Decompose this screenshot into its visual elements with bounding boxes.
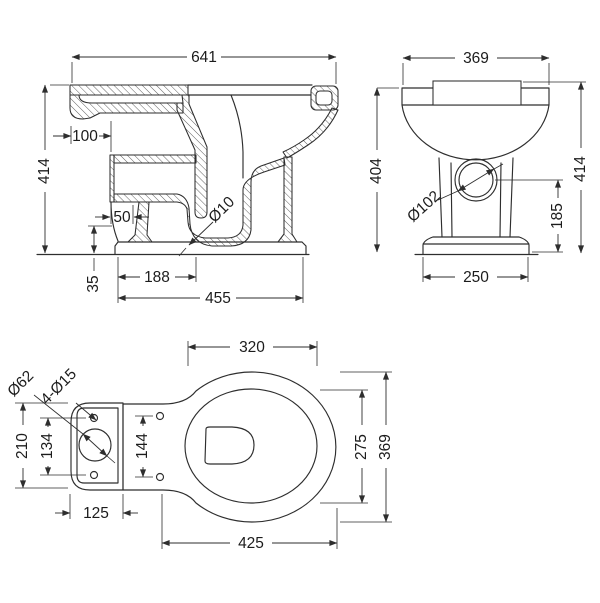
dim-side-inlet-setback: 100	[53, 121, 112, 152]
dim-label: 210	[14, 433, 31, 459]
dim-top-plate-width: 125	[55, 494, 138, 522]
fixing-hole-mid-top	[155, 411, 165, 421]
dim-front-outlet-center-height: 185	[495, 179, 566, 253]
plan-flush-outlet	[204, 426, 255, 465]
dim-label: 320	[239, 339, 265, 356]
dim-side-overall-height: 414	[36, 84, 69, 254]
dim-side-overall-depth: 641	[71, 49, 337, 84]
dim-label: 414	[36, 158, 53, 184]
flush-channel-wall	[176, 94, 208, 219]
dim-top-overall-length: 425	[161, 494, 338, 552]
seat-band-section	[69, 84, 189, 96]
dim-label: 100	[72, 128, 98, 145]
dim-side-outlet-setback: 50	[95, 205, 149, 226]
dim-top-plate-depth: 210	[14, 402, 68, 489]
dim-label: Ø10	[205, 193, 238, 226]
front-seat-tab	[432, 80, 522, 106]
plan-body-outline	[122, 371, 337, 523]
dim-label: 144	[134, 433, 151, 459]
plan-tank-outer	[70, 402, 124, 491]
bowl-inner-surface	[230, 94, 244, 179]
dim-label: 125	[83, 505, 109, 522]
dim-label: 414	[572, 156, 589, 182]
dim-label: Ø102	[404, 188, 444, 226]
side-section-view: 641 414 100 50 35	[36, 49, 339, 307]
dim-label: 455	[205, 290, 231, 307]
pedestal-outer-profile	[110, 201, 119, 242]
plan-inlet-hole	[78, 428, 112, 462]
dim-top-overall-width: 369	[340, 371, 394, 523]
dim-front-rim-height: 404	[368, 87, 399, 253]
dim-label: 185	[549, 203, 566, 229]
dim-front-outlet-diameter: Ø102	[404, 163, 504, 226]
dim-top-seat-opening-width: 320	[187, 339, 318, 366]
side-view-outline	[36, 84, 339, 256]
front-shell-band	[282, 107, 339, 159]
front-leg-wall	[277, 156, 298, 243]
inlet-spigot-top-wall	[113, 154, 197, 164]
dim-top-seat-opening-depth: 275	[320, 389, 370, 504]
front-right-leg	[499, 157, 514, 238]
dim-side-trap-center: 188	[117, 257, 197, 303]
dim-front-overall-height: 414	[523, 81, 589, 254]
dim-label: 641	[191, 49, 217, 66]
dim-label: 369	[377, 434, 394, 460]
dim-side-footprint-depth: 455	[117, 257, 304, 307]
dim-front-bowl-width: 369	[402, 50, 550, 85]
dim-label: 425	[238, 535, 264, 552]
front-view: 369 404 414 185 250	[368, 50, 589, 286]
dim-label: 250	[463, 269, 489, 286]
side-base-plinth	[114, 241, 307, 255]
front-view-outline	[401, 80, 550, 256]
front-base-plinth	[422, 236, 530, 255]
front-left-leg	[438, 157, 453, 238]
dim-label: 4-Ø15	[38, 366, 80, 408]
dim-label: 188	[144, 269, 170, 286]
dim-label: 50	[113, 209, 131, 226]
dim-label: 275	[353, 434, 370, 460]
dim-label: Ø62	[4, 367, 37, 400]
top-view-outline	[70, 371, 337, 523]
dim-label: 134	[39, 433, 56, 459]
fixing-hole-mid-bottom	[155, 472, 165, 482]
dim-top-mid-hole-spacing: 144	[134, 415, 153, 478]
dim-side-foot-height: 35	[85, 225, 112, 293]
dim-top-rear-hole-spacing: 134	[39, 417, 86, 476]
front-bowl-curve	[401, 104, 550, 161]
plan-seat-opening	[184, 388, 318, 504]
inlet-spigot-mouth	[109, 154, 115, 203]
rim-hook-section	[69, 94, 184, 120]
pedestal-back-wall	[127, 201, 153, 243]
dim-top-fixing-holes-note: 4-Ø15	[38, 366, 97, 421]
dim-label: 35	[85, 275, 102, 292]
dim-front-base-width: 250	[422, 257, 529, 286]
hinge-boss-hole	[315, 90, 333, 106]
dim-label: 404	[368, 158, 385, 184]
fixing-hole-rear-bottom	[89, 470, 99, 480]
top-plan-view: 320 210 134 144 125	[4, 339, 394, 552]
dim-label: 369	[463, 50, 489, 67]
